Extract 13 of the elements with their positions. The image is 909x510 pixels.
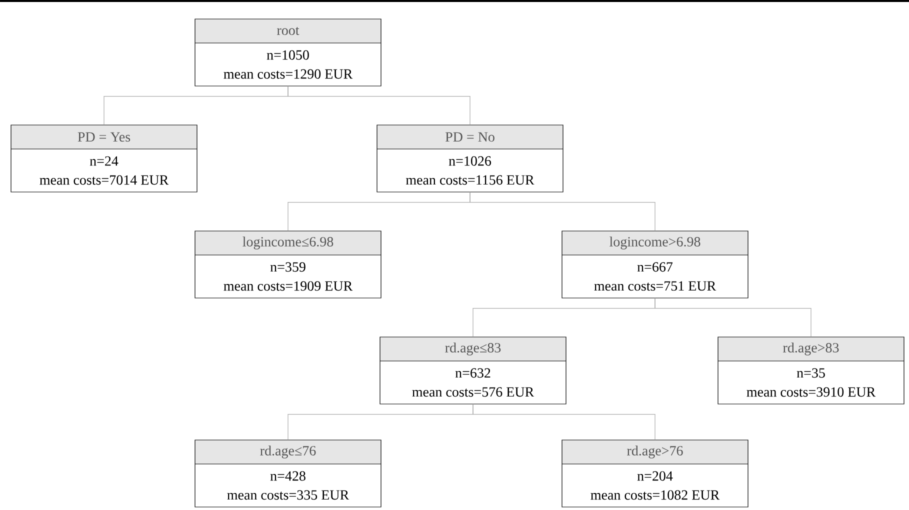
tree-connector xyxy=(472,404,656,440)
tree-node-box: rd.age≤83 n=632 mean costs=576 EUR xyxy=(380,336,566,404)
tree-node-box: rd.age>83 n=35 mean costs=3910 EUR xyxy=(718,336,904,404)
tree-connector xyxy=(654,298,812,337)
tree-node-box: PD = Yes n=24 mean costs=7014 EUR xyxy=(10,124,198,192)
tree-node-box: PD = No n=1026 mean costs=1156 EUR xyxy=(376,124,564,192)
tree-node-box: logincome≤6.98 n=359 mean costs=1909 EUR xyxy=(194,230,382,298)
tree-node-box: rd.age≤76 n=428 mean costs=335 EUR xyxy=(194,440,382,508)
tree-node-box: rd.age>76 n=204 mean costs=1082 EUR xyxy=(562,440,748,508)
tree-connector xyxy=(288,86,470,125)
tree-node-box: logincome>6.98 n=667 mean costs=751 EUR xyxy=(562,230,748,298)
tree-connector xyxy=(470,192,656,231)
tree-node-box: root n=1050 mean costs=1290 EUR xyxy=(194,18,382,86)
